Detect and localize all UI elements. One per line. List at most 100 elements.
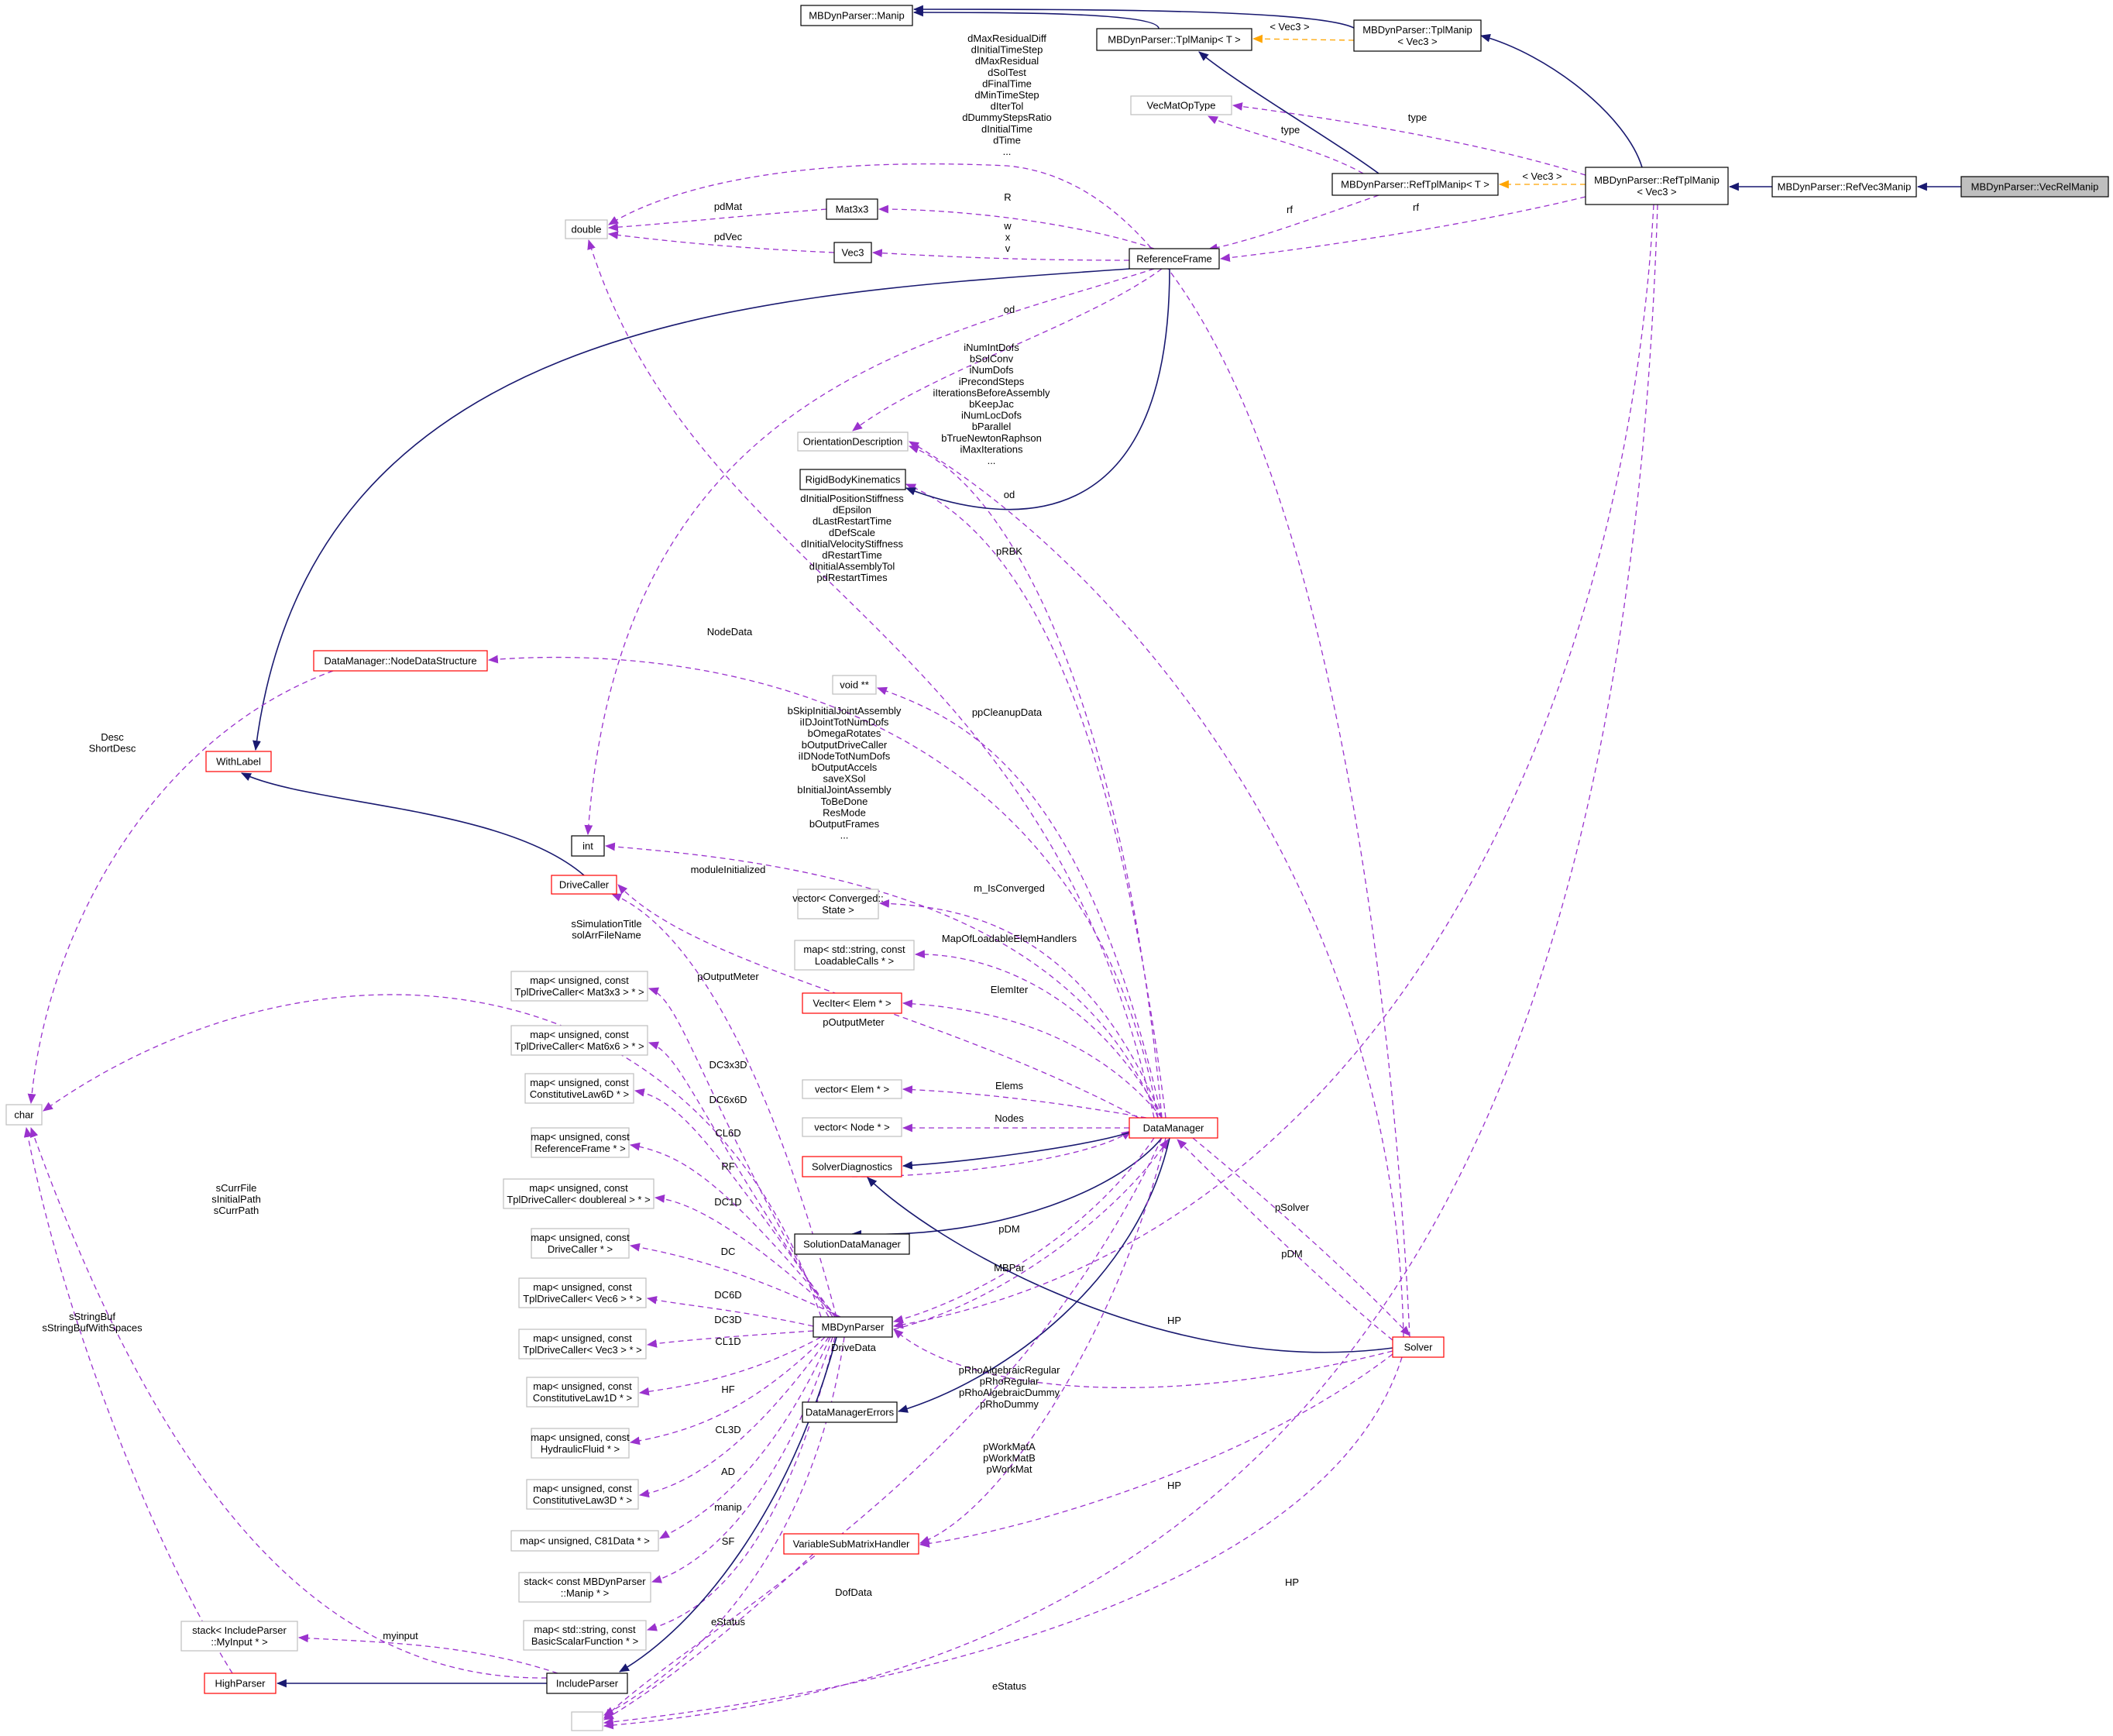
node-box bbox=[531, 1428, 630, 1459]
edge-refframe-to-withlabel bbox=[253, 268, 1130, 751]
edge-includeparser-to-char bbox=[29, 1126, 548, 1679]
node-box bbox=[802, 992, 902, 1014]
edge-datamanager-to-solver bbox=[1192, 1137, 1410, 1336]
edge-label: < Vec3 > bbox=[1522, 170, 1562, 182]
node-label: DriveCaller bbox=[559, 879, 610, 891]
class-node-withlabel[interactable]: WithLabel bbox=[205, 751, 272, 772]
edge-label: MapOfLoadableElemHandlers bbox=[942, 933, 1077, 944]
edge-mbdynparser-to-map_rf bbox=[629, 1142, 837, 1318]
edge-includeparser-to-stack_inc bbox=[297, 1634, 558, 1674]
node-label: ReferenceFrame bbox=[1136, 253, 1212, 265]
edge-solver-to-orient bbox=[909, 441, 1404, 1338]
node-label: Solver bbox=[1404, 1342, 1434, 1353]
class-node-drivecaller[interactable]: DriveCaller bbox=[551, 875, 617, 895]
edge-refframe-to-mat3x3 bbox=[878, 205, 1155, 249]
class-node-orient: OrientationDescription bbox=[797, 431, 909, 452]
class-node-solver[interactable]: Solver bbox=[1392, 1336, 1445, 1358]
edge-label: < Vec3 > bbox=[1270, 21, 1309, 33]
class-node-tplmanipT[interactable]: MBDynParser::TplManip< T > bbox=[1096, 28, 1252, 51]
node-box bbox=[826, 198, 878, 220]
edge-solverdiag-to-datamanager bbox=[851, 1130, 1132, 1177]
edge-label: DC6D bbox=[714, 1289, 741, 1301]
node-label: VecIter< Elem * > bbox=[813, 998, 891, 1009]
class-node-mbdynparser[interactable]: MBDynParser bbox=[813, 1316, 893, 1338]
edge-mbdynparser-to-drivecaller bbox=[611, 893, 837, 1318]
node-label: SolverDiagnostics bbox=[812, 1161, 893, 1173]
class-node-solverdiag[interactable]: SolverDiagnostics bbox=[802, 1156, 902, 1177]
class-node-soldm[interactable]: SolutionDataManager bbox=[794, 1233, 910, 1255]
class-node-stack_inc: stack< IncludeParser::MyInput * > bbox=[180, 1621, 298, 1652]
class-node-highparser[interactable]: HighParser bbox=[204, 1672, 277, 1694]
node-box bbox=[794, 1233, 910, 1255]
edge-label: rf bbox=[1287, 204, 1293, 215]
class-node-refframe[interactable]: ReferenceFrame bbox=[1129, 248, 1220, 270]
node-label: stack< IncludeParser::MyInput * > bbox=[192, 1624, 287, 1648]
edge-mbdynparser-to-char bbox=[43, 994, 822, 1318]
class-node-mat3x3[interactable]: Mat3x3 bbox=[826, 198, 878, 220]
edge-label: eStatus bbox=[992, 1680, 1027, 1692]
edge-label: eStatus bbox=[711, 1616, 746, 1628]
node-label: double bbox=[571, 224, 601, 235]
class-node-dmerrors[interactable]: DataManagerErrors bbox=[802, 1401, 898, 1423]
edge-label: m_IsConverged bbox=[974, 882, 1045, 894]
node-box bbox=[813, 1316, 893, 1338]
edge-label: NodeData bbox=[707, 626, 753, 638]
class-node-reftplT[interactable]: MBDynParser::RefTplManip< T > bbox=[1331, 173, 1499, 196]
class-node-vecrel[interactable]: MBDynParser::VecRelManip bbox=[1960, 176, 2109, 198]
node-box bbox=[551, 875, 617, 895]
class-node-manip[interactable]: MBDynParser::Manip bbox=[800, 5, 913, 26]
class-node-varsub[interactable]: VariableSubMatrixHandler bbox=[783, 1533, 919, 1555]
edge-reftplVec3-to-refframe bbox=[1219, 196, 1586, 263]
node-label: void ** bbox=[840, 679, 869, 691]
class-node-nds[interactable]: DataManager::NodeDataStructure bbox=[313, 650, 488, 672]
node-label: MBDynParser::RefVec3Manip bbox=[1778, 181, 1912, 193]
node-label: IncludeParser bbox=[556, 1678, 619, 1690]
node-box bbox=[1771, 176, 1917, 198]
class-node-int[interactable]: int bbox=[571, 835, 605, 857]
edge-label: HP bbox=[1167, 1315, 1181, 1326]
node-label: vector< Elem * > bbox=[815, 1084, 889, 1095]
class-node-includeparser[interactable]: IncludeParser bbox=[546, 1672, 628, 1694]
edge-nds-to-char bbox=[27, 670, 334, 1105]
edge-solver-to-solverdiag bbox=[867, 1177, 1393, 1353]
class-node-refvec3[interactable]: MBDynParser::RefVec3Manip bbox=[1771, 176, 1917, 198]
edge-label: Elems bbox=[995, 1080, 1024, 1091]
edge-mat3x3-to-double bbox=[607, 208, 827, 232]
edge-mbdynparser-to-map_c81 bbox=[659, 1336, 831, 1539]
node-box bbox=[797, 889, 879, 920]
edge-label: DC6x6D bbox=[709, 1094, 747, 1105]
edge-label: pOutputMeter bbox=[823, 1016, 885, 1028]
class-node-tplmanipVec3[interactable]: MBDynParser::TplManip< Vec3 > bbox=[1353, 19, 1482, 52]
node-box bbox=[205, 751, 272, 772]
node-box bbox=[523, 1620, 647, 1651]
edge-reftplT-to-tplmanipT bbox=[1198, 51, 1379, 174]
class-node-datamanager[interactable]: DataManager bbox=[1129, 1117, 1218, 1139]
edge-datamanager-to-varsub bbox=[919, 1137, 1166, 1544]
node-box bbox=[180, 1621, 298, 1652]
edge-layer bbox=[23, 5, 1961, 1730]
node-box bbox=[526, 1479, 639, 1510]
node-box bbox=[799, 469, 906, 490]
class-node-reftplVec3[interactable]: MBDynParser::RefTplManip< Vec3 > bbox=[1585, 167, 1729, 205]
class-node-veciter[interactable]: VecIter< Elem * > bbox=[802, 992, 902, 1014]
node-box bbox=[1353, 19, 1482, 52]
node-box bbox=[518, 1329, 647, 1360]
class-node-rbk[interactable]: RigidBodyKinematics bbox=[799, 469, 906, 490]
edge-label: rf bbox=[1413, 201, 1419, 213]
edge-refframe-to-orient bbox=[852, 268, 1163, 431]
edge-datamanager-to-veciter bbox=[902, 999, 1163, 1119]
node-box bbox=[832, 675, 877, 695]
node-label: VecMatOpType bbox=[1147, 100, 1216, 112]
class-node-vec3[interactable]: Vec3 bbox=[833, 242, 872, 263]
